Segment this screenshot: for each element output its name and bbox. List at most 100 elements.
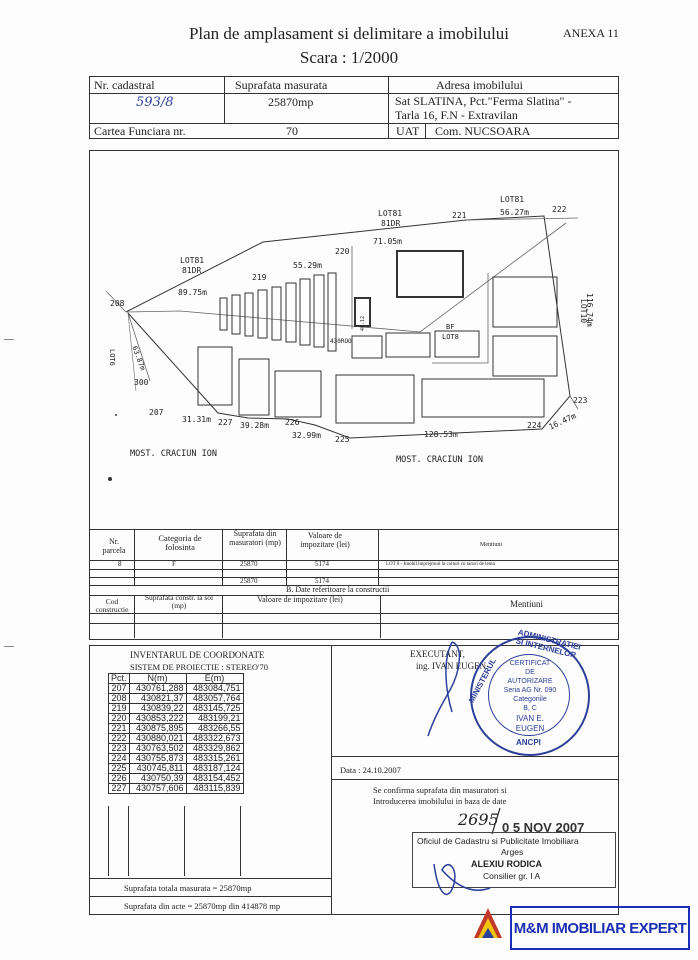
cf-label: Cartea Funciara nr. [94,124,186,138]
header-surface: Suprafata masurata [235,78,328,92]
point-224: 224 [527,421,542,430]
dist-208-219: 89.75m [178,288,207,297]
watermark-logo-icon [474,908,502,938]
h-mentions: Mentiuni [480,542,502,548]
cadastral-number: 593/8 [136,95,174,110]
stamp-line-2: DE [525,669,535,676]
row-value: 5174 [315,560,329,568]
plan-title: Plan de amplasament si delimitare a imob… [188,24,510,43]
section-b-title: B. Date referitoare la constructii [286,585,390,594]
surface-value: 25870mp [268,95,314,109]
inventory-title: INVENTARUL DE COORDONATE [130,650,265,660]
row-category: F [172,560,176,568]
row-surface: 25870 [240,560,258,568]
h-parcel: Nr. parcela [102,537,126,555]
label-lot81-right: LOT81 [500,195,525,204]
inventory-system: SISTEM DE PROIECTIE : STEREO'70 [130,662,269,672]
header-address: Adresa imobilului [436,78,523,92]
bottom-section: INVENTARUL DE COORDONATE SISTEM DE PROIE… [89,628,619,915]
executant-date: Data : 24.10.2007 [340,765,401,775]
h-category: Categoria de folosinta [158,533,202,553]
stamp-line-8: EUGEN [515,724,545,733]
dist-224-225: 128.53m [424,430,458,439]
executant-signature [427,641,461,737]
stamp-line-4: Seria AG Nr. 090 [503,687,557,694]
dist-226-227: 39.28m [240,421,269,430]
parcel-boundary [125,215,571,439]
office-line-1: Oficiul de Cadastru si Publicitate Imobi… [417,836,579,846]
margin-mark [4,339,14,340]
margin-mark [4,646,14,647]
label-lot81-left: LOT81 [180,256,205,265]
point-207: 207 [149,408,164,417]
stamp-line-6: B, C [523,705,537,712]
label-lot81-left-sub: 81DR [182,266,202,275]
uat-value: Com. NUCSOARA [435,124,531,138]
buildings-group [197,250,558,424]
point-222: 222 [552,205,567,214]
dist-227-207: 31.31m [182,415,211,424]
point-227: 227 [218,418,233,427]
point-220: 220 [335,247,350,256]
confirm-line-1: Se confirma suprafata din masuratori si [373,785,507,795]
dist-219-220: 55.29m [293,261,322,270]
label-lot6: LOT6 [108,349,116,366]
authorization-stamp: ADMINISTRATIEI SI INTERNELOR MINISTERUL … [467,628,590,756]
office-line-3: ALEXIU RODICA [471,859,543,869]
h-suprafata-constr: Suprafata constr. la sol (mp) [144,593,214,611]
office-stamp-box: Oficiul de Cadastru si Publicitate Imobi… [412,832,616,888]
h-pct: Pct. [108,673,130,684]
header-cadastral: Nr. cadastral [94,78,155,92]
section-a-table: Nr. parcela Categoria de folosinta Supra… [89,529,619,640]
stamp-line-5: Categoriile [513,696,547,703]
confirm-line-2: Introducerea imobilului in baza de date [373,796,507,806]
total-measured: Suprafata totala masurata = 25870mp [124,883,252,893]
point-223: 223 [573,396,588,405]
label-bf: BF [446,323,455,331]
office-line-4: Consilier gr. I A [483,871,541,881]
uat-label: UAT [396,124,420,138]
point-225: 225 [335,435,350,444]
office-line-2: Arges [501,847,524,857]
road-line-5 [432,273,489,364]
stamp-ring-bottom: ANCPI [516,738,541,747]
road-line-7 [127,312,151,382]
h-n: N(m) [128,673,187,684]
site-plan-map: LOT81 81DR LOT81 81DR LOT81 LOT10 LOT8 B… [89,150,619,530]
h-val-impoz-b: Valoare de impozitare (lei) [257,595,343,604]
label-lot81-mid: LOT81 [378,209,403,218]
sheds-group [219,272,337,352]
stamp-line-3: AUTORIZARE [507,678,553,685]
total-value: 5174 [315,577,329,585]
office-date-stamp: 0 5 NOV 2007 [502,820,585,835]
slash-mark [491,807,501,835]
annex-label: ANEXA 11 [563,26,619,40]
surface-acts: Suprafata din acte = 25870mp din 414878 … [124,901,281,911]
dist-220-221: 71.05m [373,237,402,246]
label-small-vert: 46.12 [360,315,366,331]
stamp-line-7: IVAN E. [516,714,544,723]
h-value: Valoare de impozitare (lei) [300,531,350,549]
h-mentions-b: Mentiuni [510,599,543,609]
point-300: 300 [134,378,149,387]
owner-label-left: MOST. CRACIUN ION [130,449,217,459]
address-line-2: Tarla 16, F.N - Extravilan [395,108,518,122]
point-208: 208 [110,299,125,308]
site-plan-drawing [105,215,579,481]
h-surface: Suprafata din masuratori (mp) [229,529,281,547]
executant-name: ing. IVAN EUGEN [416,661,487,671]
label-small-430: 430ROO [330,338,352,345]
dist-222-223: 116.74m [585,293,594,327]
point-219: 219 [252,273,267,282]
